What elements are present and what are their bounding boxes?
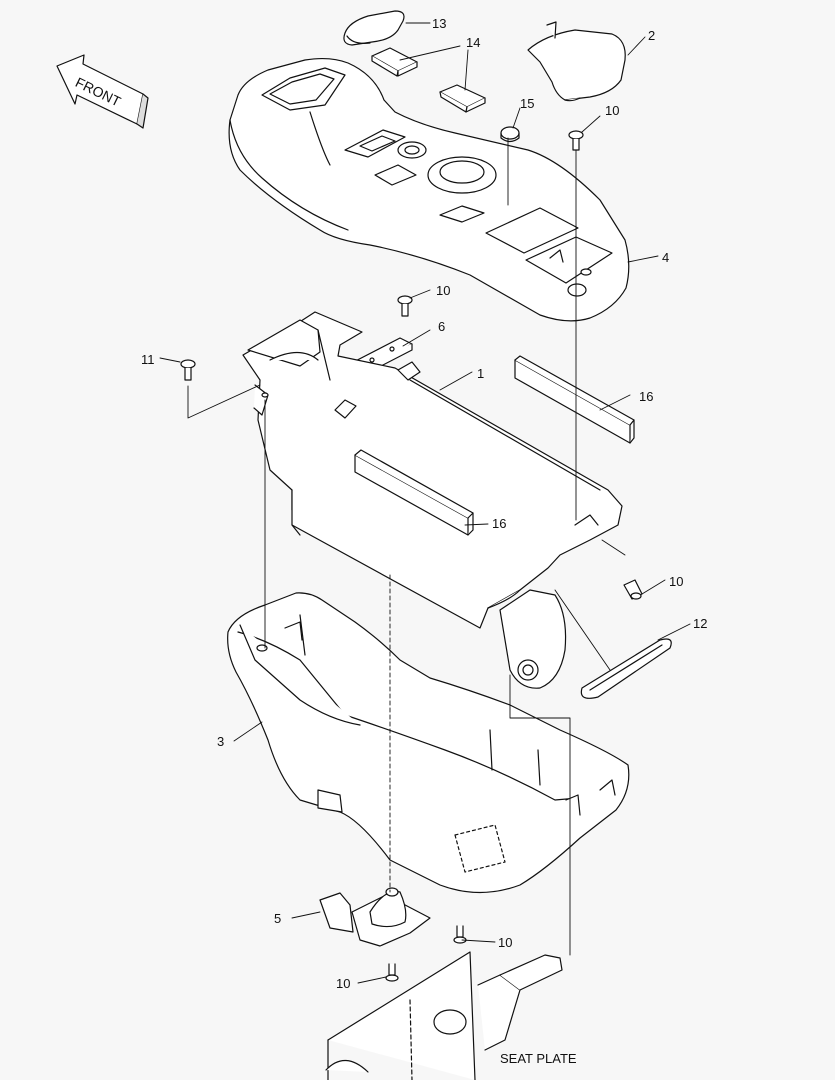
callout-3: 3 (217, 734, 225, 749)
part-2-lid (527, 21, 626, 102)
callout-10-lower-right: 10 (498, 935, 513, 950)
bolt-11 (180, 359, 196, 381)
bolt-10-lower-right (453, 925, 467, 944)
callout-10-lower-left: 10 (336, 976, 351, 991)
bolt-10-middle (397, 295, 413, 317)
callout-11: 11 (141, 352, 155, 367)
part-3-housing (227, 592, 630, 894)
leader-lines (159, 22, 691, 984)
front-arrow (56, 54, 149, 129)
callout-16-right: 16 (639, 389, 654, 404)
part-5-bracket (319, 887, 431, 947)
part-12-seal (580, 638, 672, 699)
callout-10-top: 10 (605, 103, 620, 118)
callout-10-right: 10 (669, 574, 684, 589)
callout-14: 14 (466, 35, 481, 50)
callout-12: 12 (693, 616, 708, 631)
callout-15: 15 (520, 96, 535, 111)
callout-5: 5 (274, 911, 282, 926)
callout-1: 1 (477, 366, 485, 381)
part-14-covers (371, 47, 486, 113)
part-1-frame (242, 311, 623, 629)
bolt-10-lower-left (385, 963, 399, 982)
part-13-pad (343, 10, 405, 46)
seat-plate (325, 951, 563, 1080)
seat-plate-label: SEAT PLATE (500, 1051, 577, 1066)
bolt-10-top (568, 130, 584, 151)
part-16-pad-left (354, 449, 474, 536)
callout-10-middle: 10 (436, 283, 451, 298)
part-16-pad-right (514, 355, 635, 444)
callout-13: 13 (432, 16, 447, 31)
callout-6: 6 (438, 319, 446, 334)
callout-4: 4 (662, 250, 670, 265)
bolt-10-right (623, 579, 643, 600)
callout-2: 2 (648, 28, 656, 43)
pivot-hinge (499, 589, 567, 689)
callout-16-left: 16 (492, 516, 507, 531)
part-15-plug (500, 126, 520, 143)
part-4-console (228, 57, 630, 322)
